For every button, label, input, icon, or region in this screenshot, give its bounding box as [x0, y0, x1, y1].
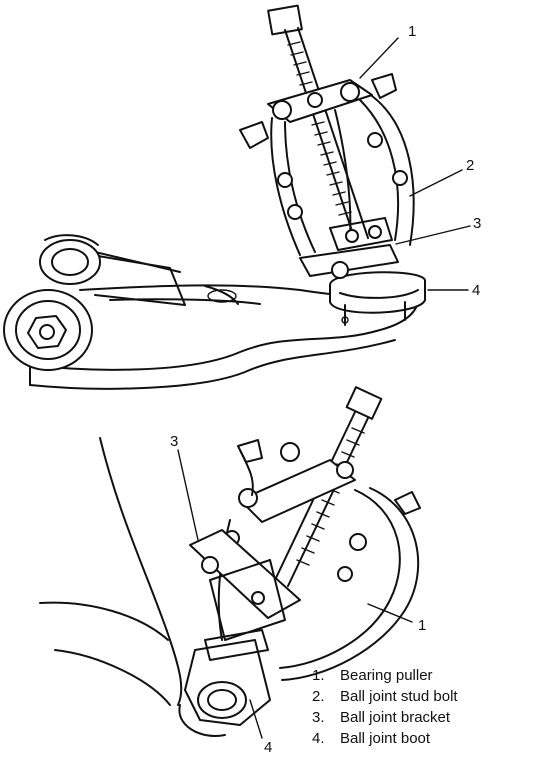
top-screw	[267, 4, 369, 241]
bottom-callout-4: 4	[264, 739, 272, 756]
bottom-callout-3: 3	[170, 433, 178, 450]
legend-item: 1. Bearing puller	[312, 667, 433, 684]
bottom-leader-3	[177, 449, 199, 541]
top-callout-3: 3	[473, 215, 481, 232]
top-illustration: 1 2 3 4	[3, 4, 481, 390]
top-ball-joint-boot	[329, 271, 426, 326]
legend-item-number: 2.	[312, 688, 325, 705]
legend-item-label: Ball joint stud bolt	[340, 688, 458, 705]
top-callout-2: 2	[466, 157, 474, 174]
legend-item-number: 1.	[312, 667, 325, 684]
bottom-ball-joint-bracket	[189, 529, 301, 641]
legend-item-label: Bearing puller	[340, 667, 433, 684]
legend-item-label: Ball joint boot	[340, 730, 431, 747]
bottom-bearing-puller	[189, 386, 421, 681]
bushing-bolt-icon	[27, 315, 67, 349]
top-control-arm	[3, 234, 420, 390]
bottom-leader-4	[249, 699, 263, 739]
legend-item-label: Ball joint bracket	[340, 709, 451, 726]
bottom-illustration: 3 1 4	[39, 386, 426, 756]
bottom-leader-1	[367, 603, 413, 623]
legend: 1. Bearing puller 2. Ball joint stud bol…	[312, 667, 458, 747]
top-bearing-puller	[239, 4, 415, 279]
top-leader-1	[359, 37, 399, 79]
top-callout-4: 4	[472, 282, 480, 299]
legend-item: 2. Ball joint stud bolt	[312, 688, 458, 705]
legend-item-number: 4.	[312, 730, 325, 747]
legend-item-number: 3.	[312, 709, 325, 726]
bottom-ball-joint-boot	[184, 629, 271, 726]
legend-item: 4. Ball joint boot	[312, 730, 431, 747]
legend-item: 3. Ball joint bracket	[312, 709, 451, 726]
rear-bushing-icon	[39, 239, 101, 285]
top-callout-1: 1	[408, 23, 416, 40]
top-ball-joint-bracket	[299, 217, 399, 279]
bottom-knuckle	[39, 437, 226, 737]
top-leader-3	[395, 225, 471, 245]
top-leader-2	[409, 169, 463, 197]
bottom-callout-1: 1	[418, 617, 426, 634]
